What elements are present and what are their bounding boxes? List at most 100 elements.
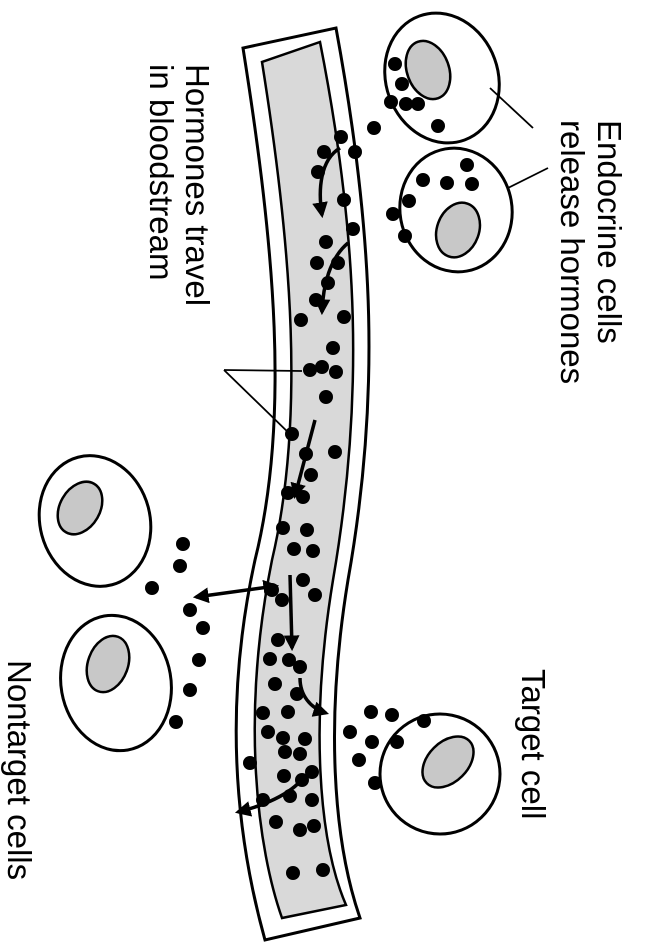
hormone-dot <box>278 745 292 759</box>
travel-label-line2: in bloodstream <box>143 64 180 280</box>
hormone-dot <box>268 677 282 691</box>
target-cell-label: Target cell <box>515 669 552 819</box>
hormone-dot <box>173 559 187 573</box>
hormone-dot <box>368 776 382 790</box>
hormone-dot <box>296 573 310 587</box>
hormone-dot <box>281 705 295 719</box>
hormone-dot <box>298 732 312 746</box>
hormone-dot <box>315 360 329 374</box>
hormone-dot <box>300 523 314 537</box>
hormone-dot <box>293 747 307 761</box>
blood-vessel <box>236 28 369 940</box>
hormone-dot <box>309 293 323 307</box>
nontarget-cells-label: Nontarget cells <box>1 660 38 880</box>
hormone-dot <box>398 229 412 243</box>
hormone-dot <box>296 490 310 504</box>
hormone-dot <box>256 793 270 807</box>
hormone-dot <box>295 773 309 787</box>
endocrine-label-line2: release hormones <box>554 120 591 384</box>
hormone-dot <box>308 588 322 602</box>
hormone-dot <box>346 222 360 236</box>
hormone-dot <box>304 468 318 482</box>
hormone-dot <box>385 708 399 722</box>
hormone-dot <box>321 276 335 290</box>
hormone-dot <box>331 256 345 270</box>
endocrine-label-line1: Endocrine cells <box>591 120 628 344</box>
hormone-dot <box>343 725 357 739</box>
hormone-dot <box>386 207 400 221</box>
hormone-dot <box>337 310 351 324</box>
nontarget-cell-bottom <box>50 606 182 759</box>
hormone-dot <box>192 653 206 667</box>
hormone-dot <box>276 521 290 535</box>
travel-label-line1: Hormones travel <box>179 64 216 306</box>
hormone-dot <box>145 581 159 595</box>
hormone-dot <box>283 789 297 803</box>
endocrine-cell-top <box>367 0 517 159</box>
hormone-dot <box>275 593 289 607</box>
hormone-dot <box>294 313 308 327</box>
hormone-dot <box>460 158 474 172</box>
flow-arrow <box>290 575 292 648</box>
hormone-dot <box>277 769 291 783</box>
hormone-dot <box>352 753 366 767</box>
hormone-dot <box>261 725 275 739</box>
hormone-dot <box>440 176 454 190</box>
hormone-dot <box>399 97 413 111</box>
hormone-dot <box>265 583 279 597</box>
hormone-dot <box>286 866 300 880</box>
leader-line <box>508 168 548 188</box>
hormone-dot <box>348 145 362 159</box>
hormone-dot <box>176 537 190 551</box>
hormone-dot <box>269 815 283 829</box>
endocrine-cell-bottom <box>390 139 522 281</box>
hormone-dot <box>365 735 379 749</box>
hormone-dot <box>287 542 301 556</box>
hormone-dot <box>183 603 197 617</box>
hormone-dot <box>390 735 404 749</box>
hormone-dot <box>310 256 324 270</box>
hormone-dot <box>271 633 285 647</box>
hormone-dot <box>276 731 290 745</box>
hormone-dot <box>364 705 378 719</box>
hormone-dot <box>388 57 402 71</box>
hormone-dot <box>416 173 430 187</box>
hormone-dot <box>263 652 277 666</box>
hormone-dot <box>328 445 342 459</box>
hormone-dot <box>317 145 331 159</box>
hormone-dot <box>281 486 295 500</box>
hormone-dot <box>402 194 416 208</box>
hormone-dot <box>290 687 304 701</box>
hormone-dot <box>183 683 197 697</box>
hormone-dot <box>384 95 398 109</box>
hormone-dot <box>303 363 317 377</box>
hormone-dot <box>326 341 340 355</box>
hormone-dot <box>411 97 425 111</box>
target-cell <box>370 704 509 843</box>
hormone-dot <box>293 823 307 837</box>
nontarget-cell-top <box>25 443 165 599</box>
hormone-dot <box>319 390 333 404</box>
hormone-dot <box>305 793 319 807</box>
hormone-dot <box>417 714 431 728</box>
hormone-dot <box>299 447 313 461</box>
hormone-dot <box>196 621 210 635</box>
hormone-dot <box>367 121 381 135</box>
hormone-dot <box>256 706 270 720</box>
hormone-dot <box>329 365 343 379</box>
hormone-dot <box>465 177 479 191</box>
hormone-dot <box>431 119 445 133</box>
hormone-dot <box>243 756 257 770</box>
hormone-dot <box>337 193 351 207</box>
hormone-dot <box>311 165 325 179</box>
hormone-dot <box>306 544 320 558</box>
hormone-dot <box>285 427 299 441</box>
leader-line <box>224 370 302 371</box>
hormone-dot <box>395 77 409 91</box>
hormone-dot <box>307 819 321 833</box>
hormone-dot <box>169 715 183 729</box>
hormone-dot <box>316 863 330 877</box>
hormone-dot <box>293 660 307 674</box>
